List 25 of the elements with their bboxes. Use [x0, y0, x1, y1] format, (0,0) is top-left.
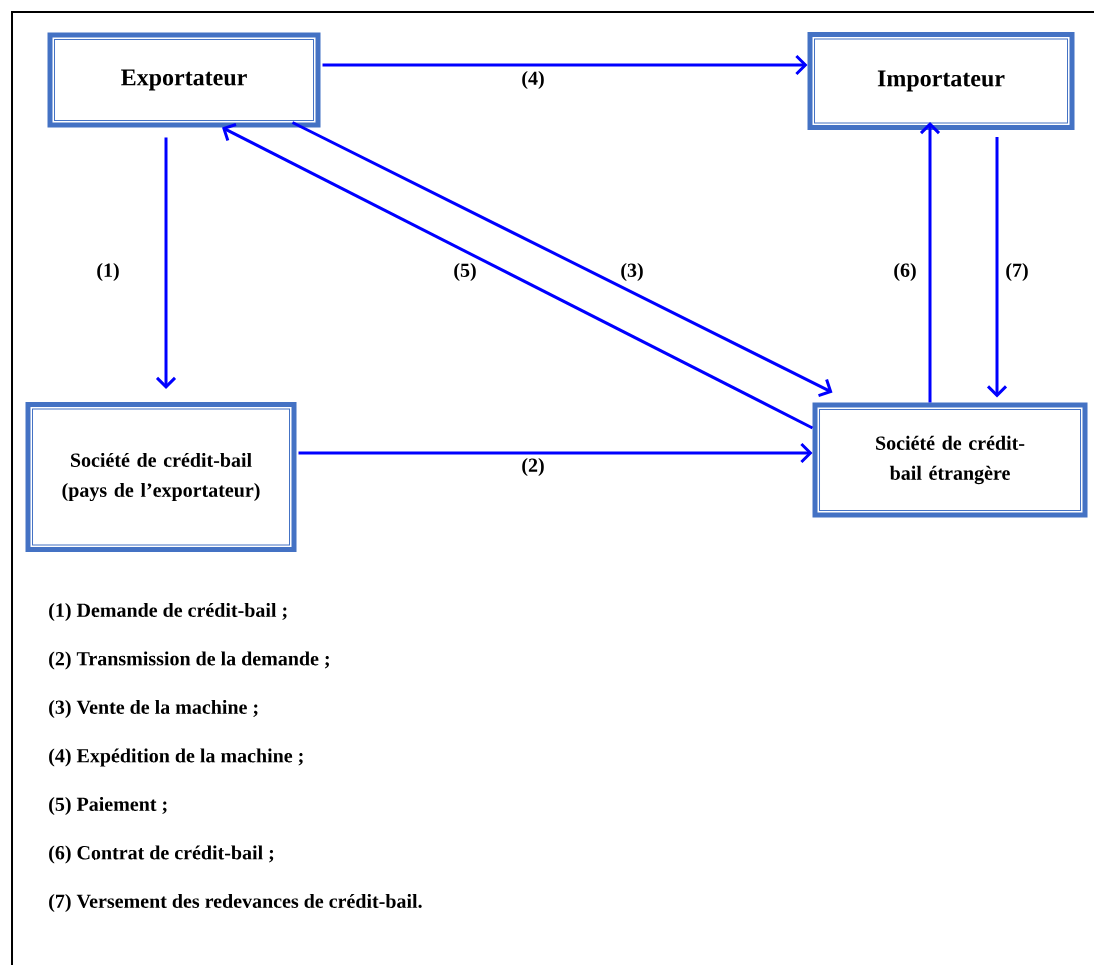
entity-box: Société de crédit-bail (pays de l’exportateur): [25, 402, 297, 552]
edge-label: (2): [522, 457, 544, 477]
arrow: [919, 121, 941, 403]
arrow: [291, 121, 833, 397]
legend-item: (1) Demande de crédit-bail ;: [49, 602, 287, 622]
edge-label: (4): [522, 70, 544, 90]
edge-label: (1): [97, 262, 119, 282]
legend-item: (4) Expédition de la machine ;: [49, 748, 303, 767]
entity-box: Société de crédit-bail étrangère: [812, 402, 1088, 518]
edge-label: (7): [1006, 262, 1028, 282]
legend-item: (5) Paiement ;: [49, 796, 167, 816]
legend-item: (6) Contrat de crédit-bail ;: [49, 845, 274, 864]
legend-item: (2) Transmission de la demande ;: [49, 651, 329, 670]
edge-label: (5): [454, 262, 476, 282]
entity-box: Importateur: [807, 31, 1075, 130]
arrow: [155, 137, 177, 389]
legend-item: (7) Versement des redevances de crédit-bail.: [49, 893, 422, 913]
arrow: [986, 137, 1008, 398]
arrow: [222, 123, 814, 430]
entity-box: Exportateur: [47, 32, 321, 128]
edge-label: (3): [621, 262, 643, 282]
arrow: [298, 442, 813, 464]
edge-label: (6): [894, 262, 916, 282]
legend-item: (3) Vente de la machine ;: [49, 699, 258, 719]
arrow: [322, 54, 808, 76]
